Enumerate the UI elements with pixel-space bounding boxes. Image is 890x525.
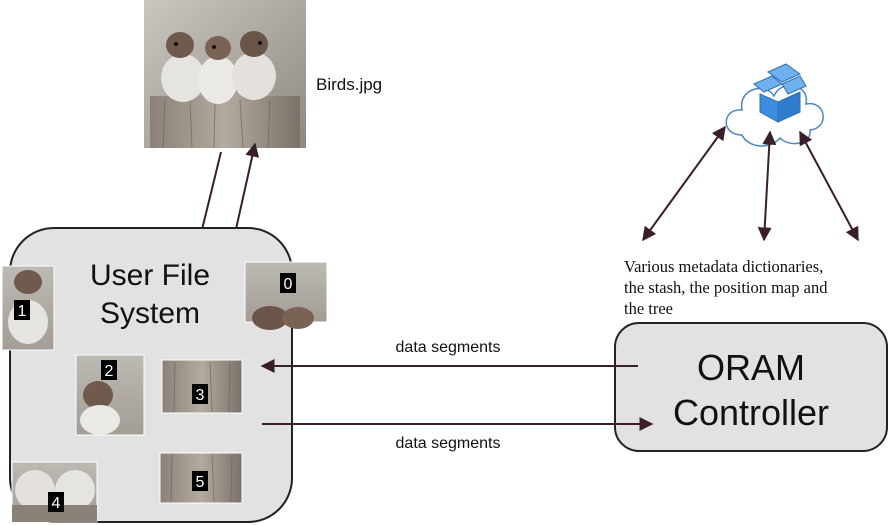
segment-label-3: 3	[196, 387, 205, 404]
segment-label-1: 1	[18, 303, 27, 320]
segment-label-2: 2	[105, 363, 114, 380]
arrow-cloud-left	[642, 125, 726, 242]
segment-0: 0	[244, 261, 328, 330]
segment-label-0: 0	[284, 276, 293, 293]
arrow-label-to-oram: data segments	[396, 435, 501, 452]
segment-1: 1	[1, 265, 55, 351]
dropbox-box-icon	[753, 63, 807, 123]
arrow-cloud-middle	[757, 130, 777, 242]
oram-title-line2: Controller	[673, 392, 829, 433]
fs-title-line1: User File	[90, 259, 210, 292]
segment-4: 4	[11, 461, 98, 523]
image-filename: Birds.jpg	[316, 75, 382, 94]
metadata-line-3: the tree	[624, 299, 673, 318]
segment-5: 5	[159, 452, 243, 504]
metadata-line-2: the stash, the position map and	[624, 278, 828, 297]
arrow-cloud-right	[799, 130, 859, 242]
segment-3: 3	[161, 359, 243, 414]
oram-title-line1: ORAM	[697, 347, 805, 388]
fs-title-line2: System	[100, 297, 200, 330]
arrow-label-to-fs: data segments	[396, 339, 501, 356]
segment-label-5: 5	[196, 474, 205, 491]
birds-image	[144, 0, 306, 149]
segment-label-4: 4	[52, 495, 61, 512]
oram-controller-box	[614, 322, 888, 452]
user-file-system-box	[9, 227, 293, 523]
segment-2: 2	[75, 354, 145, 436]
metadata-line-1: Various metadata dictionaries,	[624, 257, 823, 276]
cloud-storage-icon	[725, 63, 824, 147]
